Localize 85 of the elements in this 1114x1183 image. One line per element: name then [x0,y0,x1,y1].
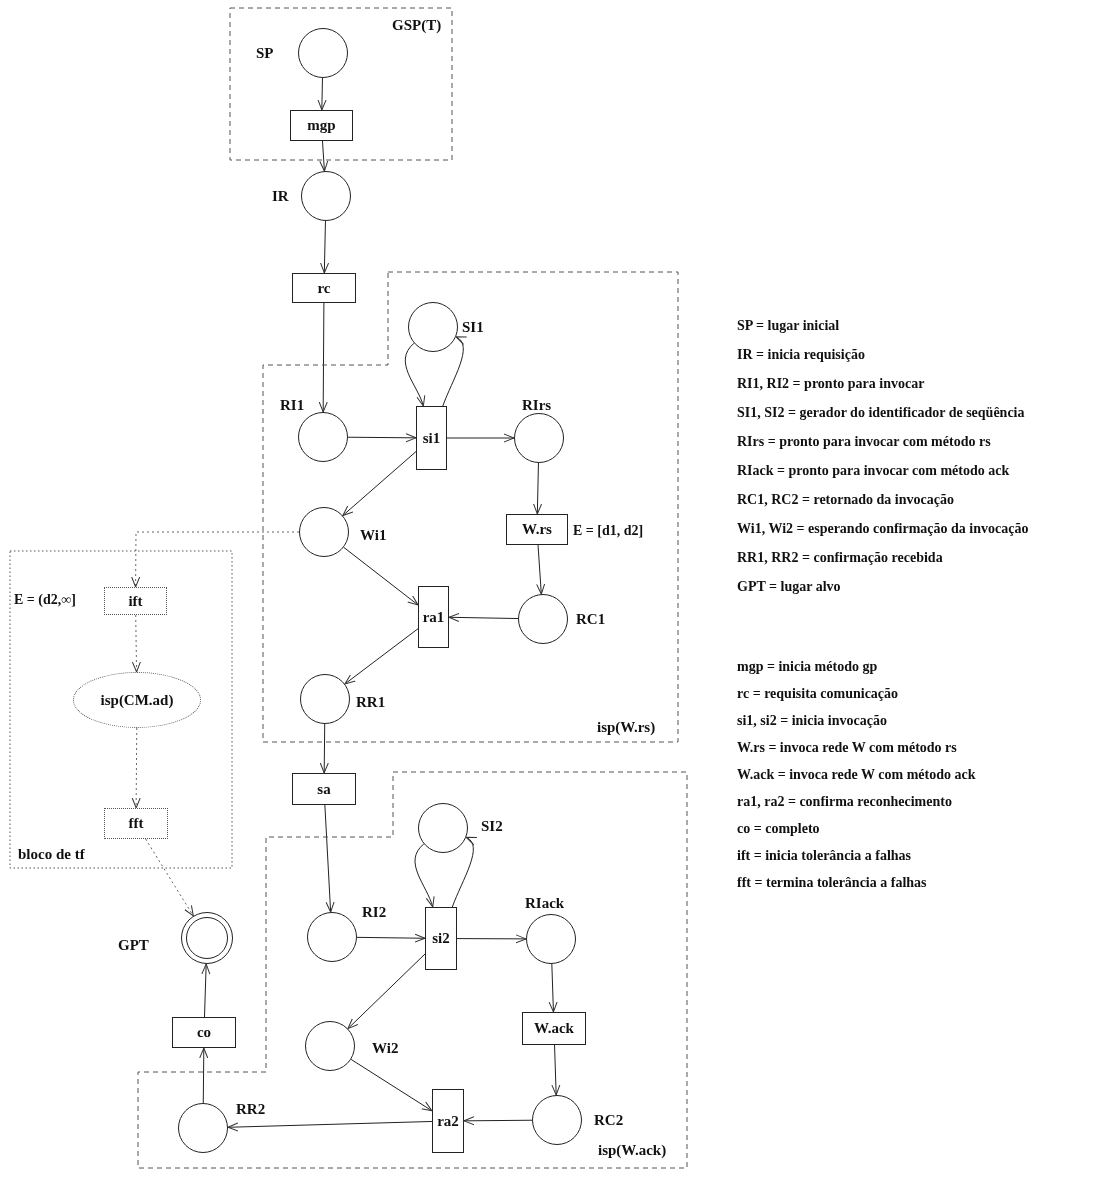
transition-box: si1 [416,406,447,470]
key-note: ift = inicia tolerância a falhas [737,847,912,865]
arc-arrow [448,612,519,622]
arc-arrow [319,140,329,172]
key-note: ra1, ra2 = confirma reconhecimento [737,793,953,811]
key-note: SP = lugar inicial [737,317,841,335]
arc-arrow [414,843,434,908]
region-label: isp(W.rs) [597,718,656,736]
delay-label: E = (d2,∞] [14,591,76,609]
transition-box: sa [292,773,356,805]
transition-box: W.ack [522,1012,586,1045]
arc-arrow [344,628,419,685]
place-label: RR2 [236,1100,266,1118]
arc-arrow [442,336,468,407]
place-label: SI1 [462,318,484,336]
place-label: RC1 [576,610,606,628]
arc-arrow [317,77,327,111]
place-label: RIrs [522,396,552,414]
place-label: Wi2 [372,1039,399,1057]
arc-arrow [548,963,558,1013]
place-label: RIack [525,894,565,912]
place-label: GPT [118,936,149,954]
transition-box: rc [292,273,356,303]
transition-box: fft [104,808,168,839]
arc-arrow [533,462,543,515]
arc-arrow [324,804,335,913]
key-note: W.ack = invoca rede W com método ack [737,766,976,784]
place-label: Wi1 [360,526,387,544]
key-note: RC1, RC2 = retornado da invocação [737,491,955,509]
arc-arrow [347,433,417,443]
transition-box: mgp [290,110,353,141]
arc-arrow [446,433,515,443]
key-note: W.rs = invoca rede W com método rs [737,739,958,757]
dotted-ellipse: isp(CM.ad) [73,672,201,728]
key-note: fft = termina tolerância a falhas [737,874,928,892]
key-note: RR1, RR2 = confirmação recebida [737,549,944,567]
region-label: bloco de tf [18,845,85,863]
place-label: SP [256,44,274,62]
place-label: RR1 [356,693,386,711]
transition-box: co [172,1017,236,1048]
transition-box: ift [104,587,167,615]
key-note: Wi1, Wi2 = esperando confirmação da invocação [737,520,1029,538]
arc-arrow [404,342,425,407]
arc-arrow [551,1044,561,1096]
key-note: GPT = lugar alvo [737,578,842,596]
arc-arrow [131,727,141,809]
key-note: rc = requisita comunicação [737,685,900,703]
key-note: IR = inicia requisição [737,346,866,364]
key-note: co = completo [737,820,821,838]
arc-arrow [319,723,329,774]
place-label: RI1 [280,396,305,414]
arc-arrow [131,614,141,673]
key-note: RI1, RI2 = pronto para invocar [737,375,926,393]
region-label: isp(W.ack) [598,1141,667,1159]
transition-box: ra2 [432,1089,464,1153]
arc-arrow [463,1116,533,1126]
region-label: GSP(T) [392,16,442,34]
place-label: RC2 [594,1111,624,1129]
transition-box: ra1 [418,586,449,648]
arc-arrow [145,838,194,917]
arc-arrow [350,1058,433,1112]
arc-arrow [456,934,527,944]
place-label: SI2 [481,817,503,835]
key-note: RIrs = pronto para invocar com método rs [737,433,992,451]
arc-arrow [347,953,426,1030]
arc-arrow [320,220,330,274]
arc-arrow [356,933,426,943]
transition-box: si2 [425,907,457,970]
arc-arrow [318,302,328,413]
key-note: SI1, SI2 = gerador do identificador de seqüência [737,404,1026,422]
arc-arrow [343,546,419,606]
delay-label: E = [d1, d2] [573,522,644,540]
arc-arrow [201,963,211,1018]
arc-arrow [227,1120,433,1132]
place-label: IR [272,187,289,205]
arc-arrow [451,836,478,908]
place-label: RI2 [362,903,387,921]
arc-arrow [199,1047,209,1104]
arc-arrow [536,544,546,595]
key-note: mgp = inicia método gp [737,658,879,676]
key-note: RIack = pronto para invocar com método ack [737,462,1011,480]
arc-arrow [131,531,300,588]
arc-arrow [342,451,417,517]
key-note: si1, si2 = inicia invocação [737,712,888,730]
transition-box: W.rs [506,514,568,545]
